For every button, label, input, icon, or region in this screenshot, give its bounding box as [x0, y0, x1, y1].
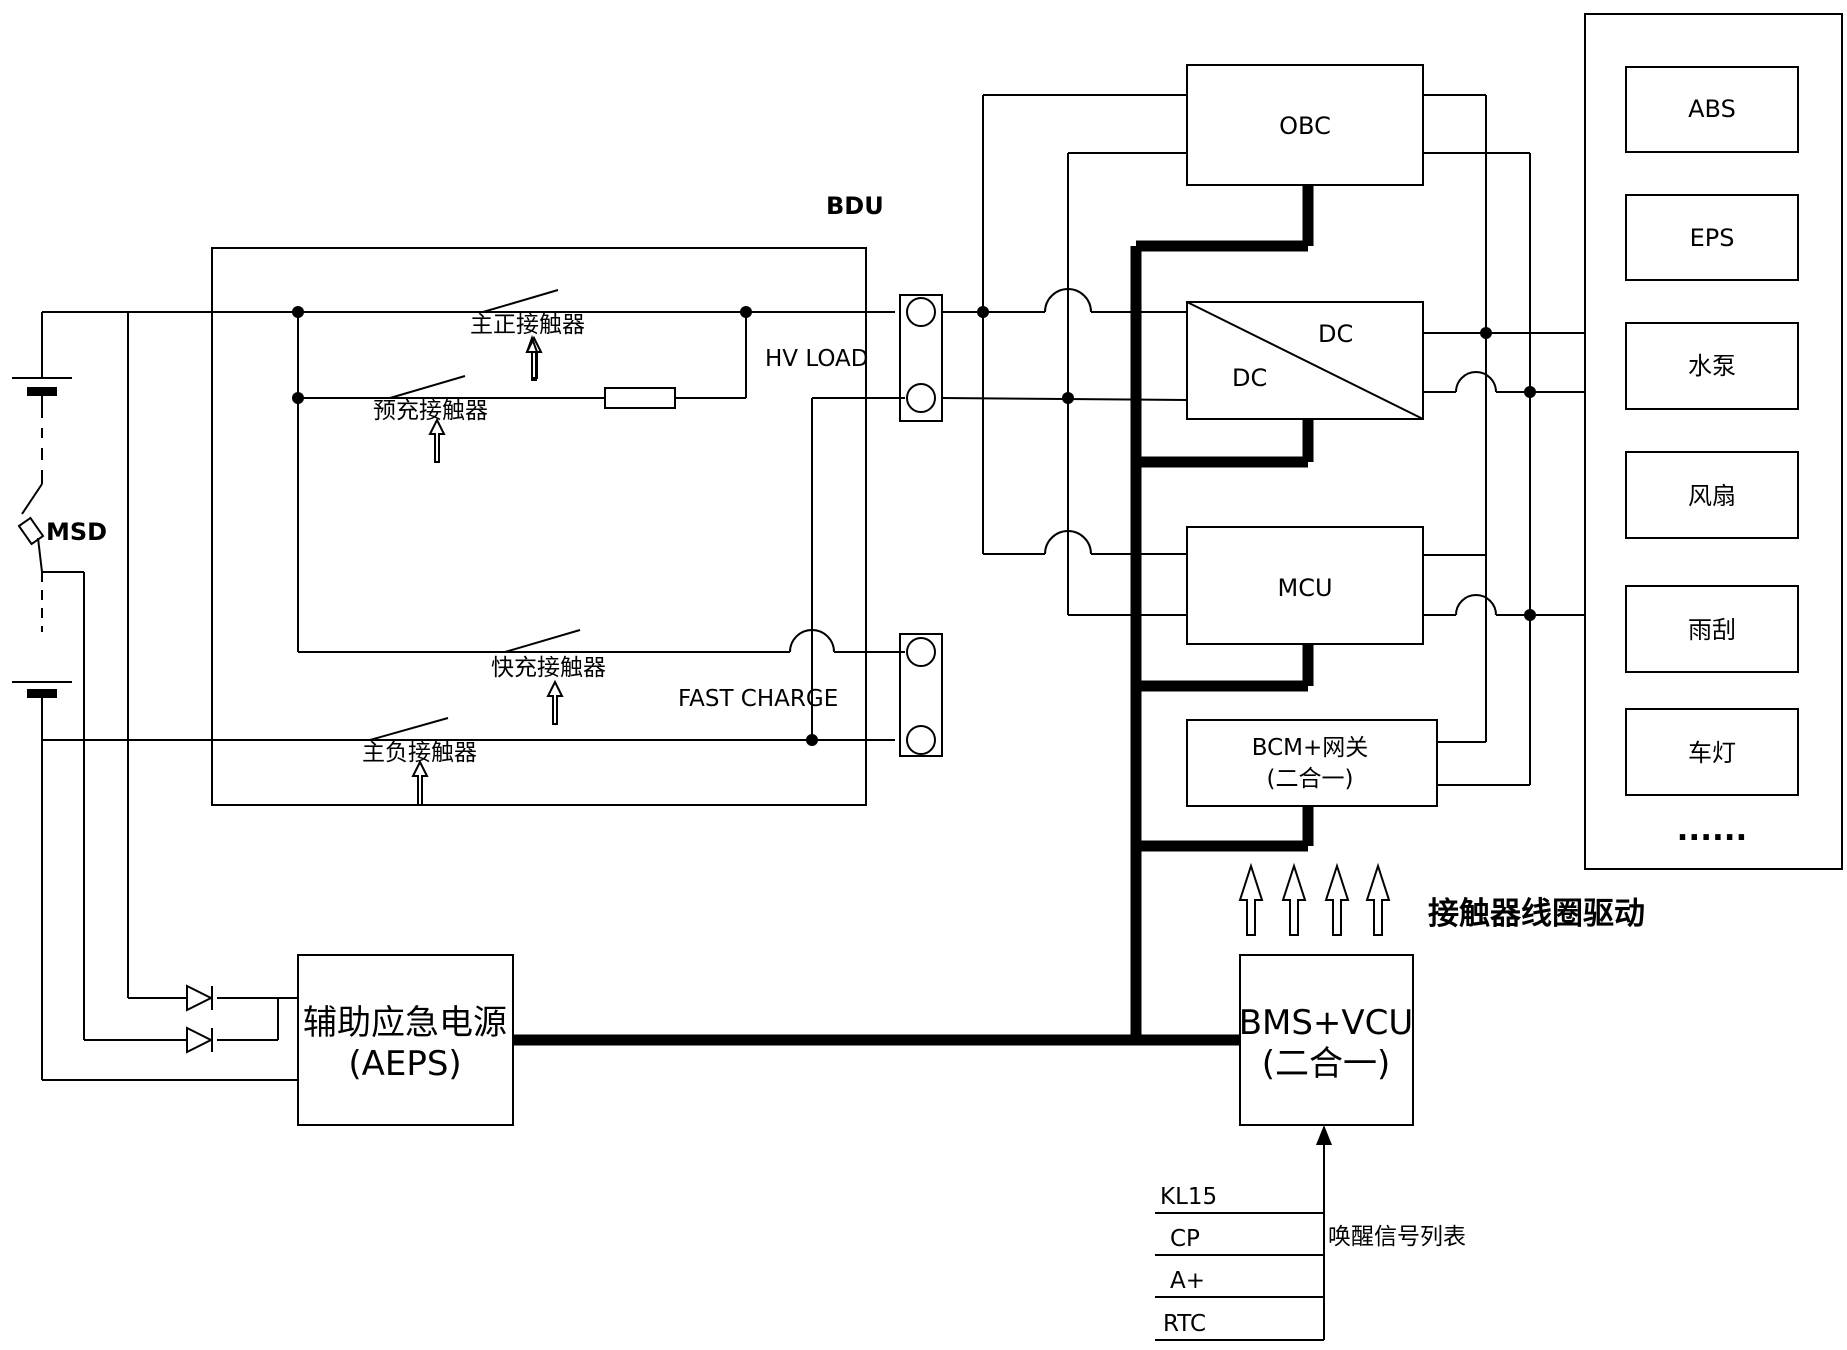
hv-load-label: HV LOAD: [765, 346, 868, 372]
bms-vcu-label-line1: BMS+VCU: [1239, 1003, 1414, 1043]
loads-more-label: ......: [1677, 812, 1748, 848]
fast-charge-terminals: [899, 633, 943, 757]
dcdc-in-label: DC: [1232, 364, 1267, 392]
lv-loads-panel: [1584, 13, 1843, 870]
load-lamp: [1625, 708, 1799, 796]
load-lamp-label: 车灯: [1688, 739, 1736, 767]
mcu-label: MCU: [1277, 574, 1332, 602]
bcm-gateway-block: [1186, 719, 1438, 807]
bcm-label-line2: (二合一): [1267, 766, 1354, 792]
coil-drive-label: 接触器线圈驱动: [1428, 896, 1645, 932]
wake-signal-cp: CP: [1170, 1226, 1200, 1252]
battery-pack: [12, 312, 72, 1080]
wake-signal-a-plus: A+: [1170, 1268, 1205, 1294]
aeps-label-line1: 辅助应急电源: [303, 1003, 507, 1043]
load-fan: [1625, 451, 1799, 539]
precharge-contactor: [389, 375, 466, 399]
lv-communication-bus: [513, 185, 1314, 1046]
load-abs: [1625, 66, 1799, 153]
bms-vcu-label-line2: (二合一): [1262, 1044, 1391, 1084]
load-water-pump-label: 水泵: [1688, 352, 1736, 380]
bdu-label: BDU: [826, 192, 884, 220]
precharge-resistor: [604, 387, 676, 409]
precharge-contactor-label: 预充接触器: [373, 398, 488, 424]
wake-signal-kl15: KL15: [1160, 1184, 1217, 1210]
main-positive-contactor-label: 主正接触器: [470, 312, 585, 338]
load-fan-label: 风扇: [1688, 482, 1736, 510]
diode-1: [186, 984, 214, 1012]
aeps-label-line2: (AEPS): [348, 1044, 461, 1084]
load-water-pump: [1625, 322, 1799, 410]
diode-2: [186, 1026, 214, 1054]
load-eps: [1625, 194, 1799, 281]
load-wiper-label: 雨刮: [1688, 616, 1736, 644]
msd-label: MSD: [46, 518, 107, 546]
bdu-box: [211, 247, 867, 806]
fast-charge-contactor-label: 快充接触器: [491, 655, 606, 681]
msd-switch: [17, 483, 84, 573]
dcdc-out-label: DC: [1318, 320, 1353, 348]
wake-signal-rtc: RTC: [1163, 1311, 1206, 1337]
fast-charge-label: FAST CHARGE: [678, 686, 838, 712]
load-eps-label: EPS: [1690, 224, 1735, 252]
main-positive-contactor: [482, 289, 559, 313]
obc-label: OBC: [1279, 112, 1331, 140]
main-negative-contactor: [369, 717, 449, 741]
wake-signal-list-label: 唤醒信号列表: [1328, 1224, 1466, 1250]
load-wiper: [1625, 585, 1799, 673]
load-abs-label: ABS: [1688, 95, 1736, 123]
fast-charge-contactor: [504, 629, 581, 653]
main-negative-contactor-label: 主负接触器: [362, 740, 477, 766]
hv-load-terminals: [899, 294, 943, 422]
bcm-label-line1: BCM+网关: [1252, 735, 1369, 761]
